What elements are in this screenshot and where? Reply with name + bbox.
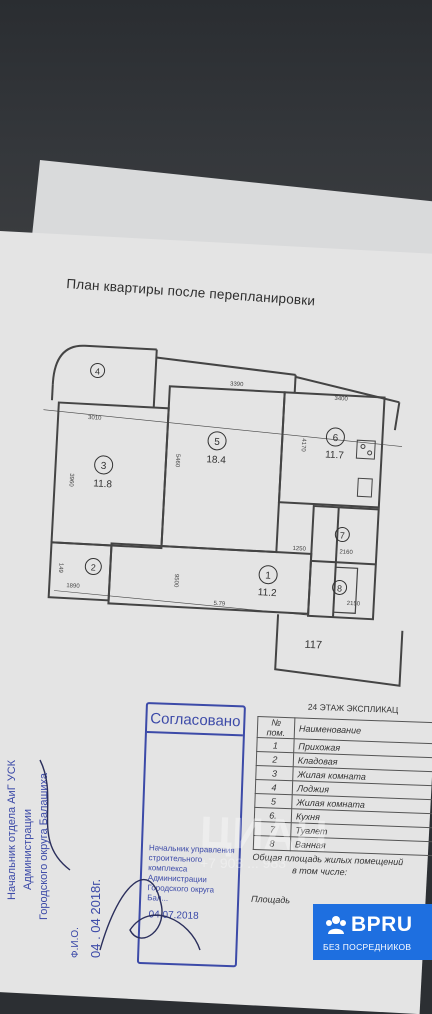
- room-1-number: 1: [265, 571, 272, 582]
- users-icon: [326, 916, 346, 934]
- room-2-number: 2: [91, 562, 97, 572]
- room-7-marker: [334, 527, 350, 543]
- room-4-number: 4: [95, 366, 101, 376]
- room-5-area: 18.4: [206, 454, 226, 466]
- dim-579: 5.79: [213, 601, 226, 608]
- dim-4170: 4170: [300, 438, 307, 452]
- dim-2160: 2160: [339, 549, 353, 556]
- room-6-walls: [277, 391, 386, 509]
- dim-1250: 1250: [292, 546, 306, 553]
- room-1-area: 11.2: [258, 587, 278, 599]
- dim-9500: 9500: [172, 574, 179, 588]
- dim-3400: 3400: [334, 396, 348, 403]
- loggia-wall: [51, 344, 157, 385]
- bpru-badge[interactable]: BPRU БЕЗ ПОСРЕДНИКОВ: [313, 904, 432, 960]
- room-6-marker: [325, 427, 345, 447]
- dim-149: 149: [57, 563, 64, 574]
- floor-plan: 4 3 11.8 5 18.4 6 11.7 2 1 11.2 7 8 3390…: [43, 344, 404, 687]
- dim-3960: 3960: [67, 473, 74, 487]
- sink: [356, 477, 373, 498]
- room-7-number: 7: [340, 530, 346, 540]
- room-4-marker: [90, 362, 106, 378]
- apartment-number: 117: [304, 639, 322, 652]
- room-3-marker: [94, 455, 114, 475]
- bathtub: [332, 566, 359, 614]
- room-8-marker: [332, 579, 348, 595]
- dim-5460: 5460: [174, 454, 181, 468]
- room-2-marker: [84, 558, 102, 576]
- watermark-phone: +7 903 ... 983: [200, 855, 287, 871]
- wall: [152, 349, 158, 408]
- room-6-number: 6: [332, 433, 339, 444]
- room-3-area: 11.8: [93, 478, 113, 490]
- corridor-walls: [274, 614, 404, 687]
- room-5-number: 5: [214, 437, 221, 448]
- wall: [50, 384, 54, 401]
- dim-2150: 2150: [347, 601, 361, 608]
- dim-1890: 1890: [66, 583, 80, 590]
- stove: [355, 439, 376, 460]
- badge-subtitle: БЕЗ ПОСРЕДНИКОВ: [323, 942, 412, 952]
- room-6-area: 11.7: [325, 450, 345, 462]
- room-8-number: 8: [337, 583, 343, 593]
- badge-name: BPRU: [351, 913, 413, 936]
- signature-scribbles: [39, 759, 201, 951]
- dim-3010: 3010: [88, 415, 102, 422]
- room-3-number: 3: [101, 461, 108, 472]
- room-1-marker: [258, 565, 278, 585]
- room-5-marker: [207, 431, 227, 451]
- dim-3390: 3390: [230, 381, 244, 388]
